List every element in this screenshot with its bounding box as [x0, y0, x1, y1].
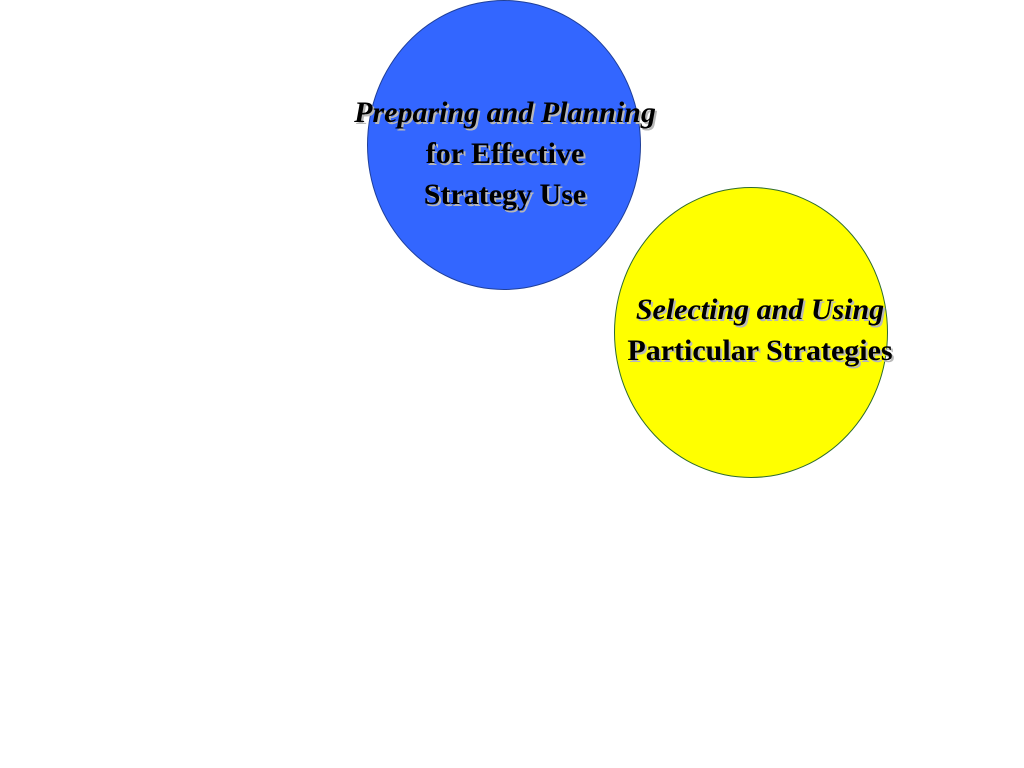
- selecting-using-label: Selecting and Using Particular Strategie…: [560, 289, 960, 371]
- preparing-planning-label: Preparing and Planning for Effective Str…: [300, 92, 710, 215]
- circle-one-line-3: Strategy Use: [423, 178, 587, 211]
- circle-one-line-2: for Effective: [425, 137, 585, 170]
- preparing-planning-circle: [367, 0, 641, 290]
- circle-two-line-1: Selecting and Using: [635, 293, 885, 326]
- circle-one-line-1: Preparing and Planning: [354, 96, 656, 129]
- selecting-using-circle: [614, 187, 888, 478]
- circle-two-line-2: Particular Strategies: [627, 334, 893, 367]
